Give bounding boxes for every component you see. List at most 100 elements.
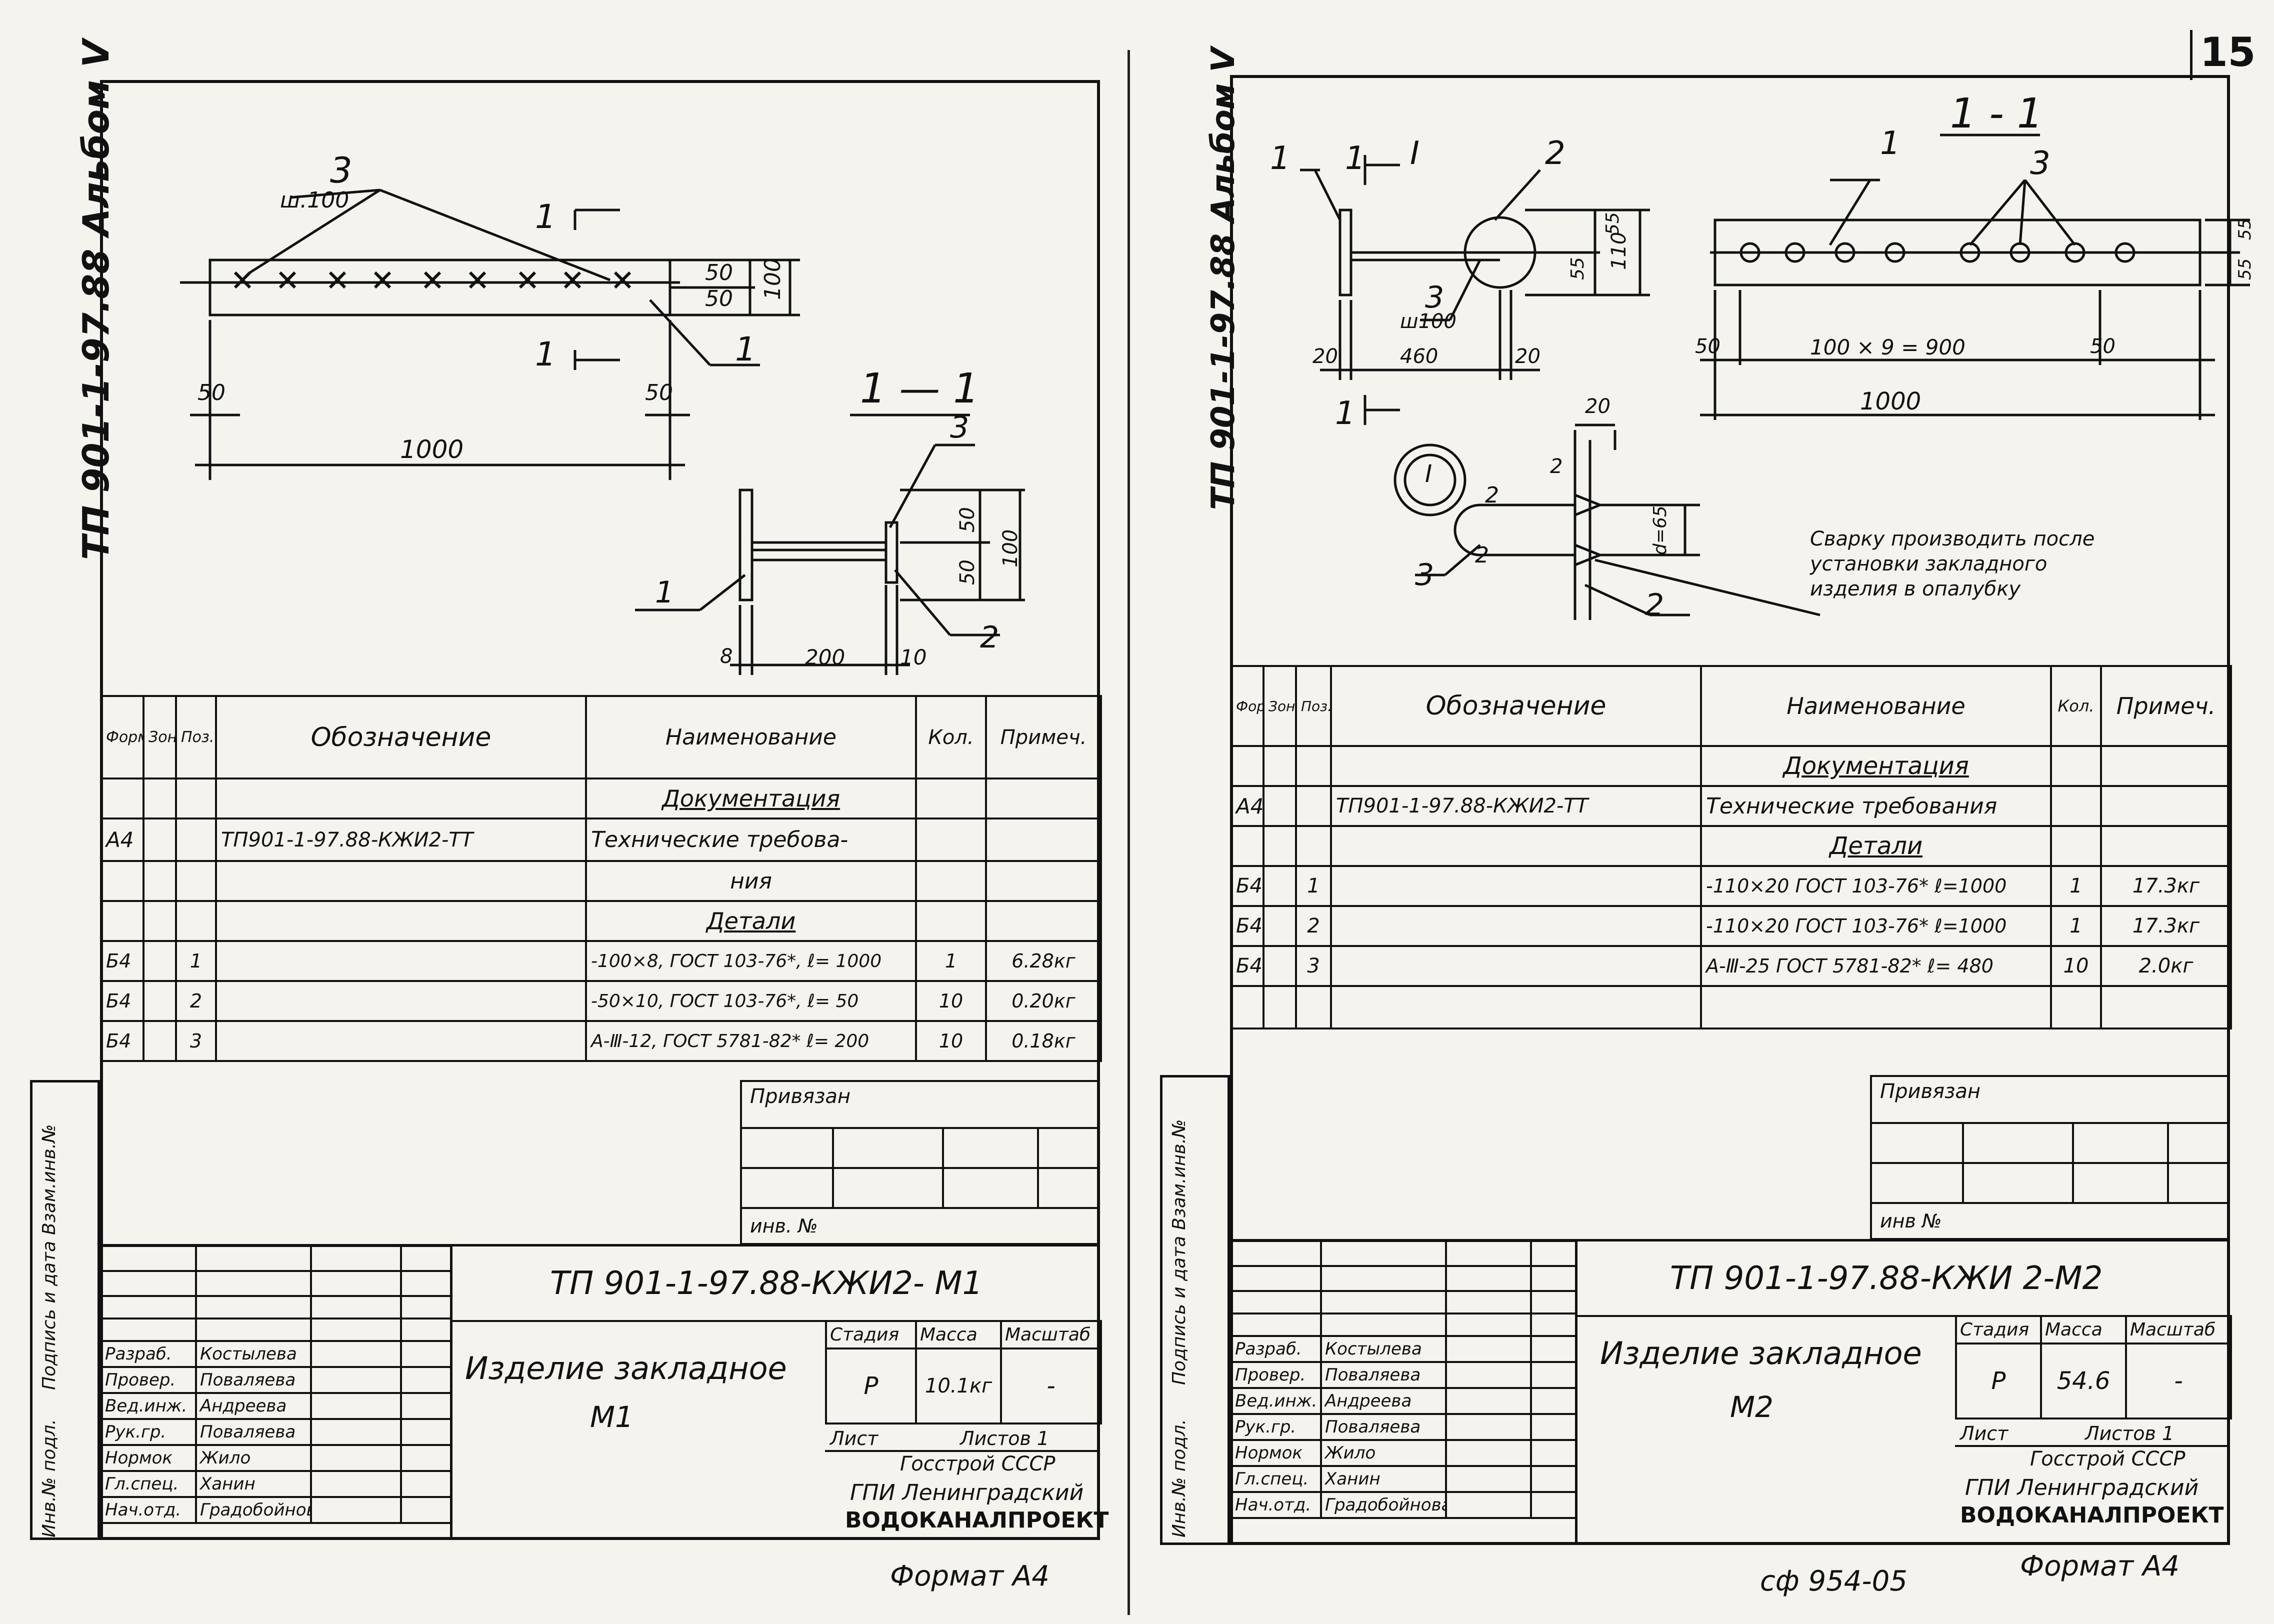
cell: 17.3кг (2100, 905, 2232, 947)
stage-value: Р (825, 1348, 917, 1424)
cell (142, 900, 177, 942)
cell: А4 (1230, 785, 1264, 827)
left-sheet-row-2 (825, 1450, 1100, 1452)
left-title-block-hline (450, 1320, 1100, 1322)
role: Вед.инж. (100, 1392, 197, 1420)
cell: 10 (915, 1020, 987, 1062)
right-dim-55b: 55 (1568, 257, 1588, 280)
bottom-stamp: сф 954-05 (1760, 1565, 1908, 1598)
left-section-mark-bottom: 1 (535, 335, 556, 374)
left-org-line-2: ГПИ Ленинградский (850, 1480, 1084, 1506)
person-name: Градобойнова (195, 1496, 312, 1524)
right-dim-20b: 20 (1515, 345, 1540, 368)
right-sec-label-3: 3 (2030, 145, 2050, 182)
cell (1295, 745, 1332, 787)
cell (142, 818, 177, 862)
cell (215, 980, 587, 1022)
left-spec-table: Формат Зона Поз. Обозначение Наименовани… (100, 695, 1102, 1062)
right-spec-header-designation: Обозначение (1330, 665, 1702, 747)
table-row: Гл.спец.Ханин (100, 1470, 452, 1498)
cell (175, 900, 217, 942)
person-name: Андреева (1320, 1387, 1447, 1415)
cell (175, 860, 217, 902)
person-name: Жило (195, 1444, 312, 1472)
left-item-name: Изделие закладное (465, 1350, 787, 1386)
signature (310, 1392, 402, 1420)
table-row: Детали (100, 900, 1102, 942)
left-spec-header-zone: Зона (142, 695, 177, 780)
right-label-3: 3 (1425, 280, 1444, 315)
right-sec-dim-55b: 55 (2235, 258, 2255, 280)
signature (1445, 1491, 1532, 1519)
right-detail-label-2c: 2 (1475, 542, 1489, 568)
signature (1445, 1335, 1532, 1363)
right-sec-dim-900: 100 × 9 = 900 (1810, 335, 1966, 360)
right-label-sh100: ш100 (1400, 310, 1456, 333)
role: Рук.гр. (100, 1418, 197, 1446)
cell: Б4 (100, 980, 144, 1022)
cell: 1 (915, 940, 987, 982)
signature (310, 1418, 402, 1446)
cell (1330, 985, 1702, 1030)
person-name: Поваляева (195, 1418, 312, 1446)
signature (310, 1470, 402, 1498)
cell (175, 778, 217, 820)
right-sec-dim-55a: 55 (2235, 218, 2255, 240)
signature (310, 1444, 402, 1472)
right-spec-header-qty: Кол. (2050, 665, 2102, 747)
role: Гл.спец. (1230, 1465, 1322, 1493)
cell (1700, 985, 2052, 1030)
right-note-line-3: изделия в опалубку (1810, 578, 2021, 600)
right-org-line-2: ГПИ Ленинградский (1965, 1475, 2199, 1500)
left-org-line-1: Госстрой СССР (900, 1452, 1056, 1476)
cell (2050, 785, 2102, 827)
cell: 2 (175, 980, 217, 1022)
cell (985, 778, 1102, 820)
cell (2050, 745, 2102, 787)
stage-header: Стадия (825, 1320, 917, 1350)
cell: Технические требования (1700, 785, 2052, 827)
cell: 1 (1295, 865, 1332, 907)
left-sec-dim-8: 8 (720, 645, 733, 668)
table-row: Разраб.Костылева (1230, 1335, 1577, 1363)
cell (1262, 745, 1297, 787)
cell (2100, 785, 2232, 827)
left-dim-50c: 50 (198, 380, 226, 406)
role: Провер. (100, 1366, 197, 1394)
cell (142, 980, 177, 1022)
right-org-line-1: Госстрой СССР (2030, 1448, 2186, 1470)
cell (1262, 945, 1297, 987)
table-row: Детали (1230, 825, 2232, 867)
left-spec-header-pos: Поз. (175, 695, 217, 780)
cell (915, 778, 987, 820)
left-dim-1000: 1000 (400, 435, 464, 464)
person-name: Поваляева (1320, 1361, 1447, 1389)
scale-value: - (1000, 1348, 1102, 1424)
table-row: Вед.инж.Андреева (1230, 1387, 1577, 1415)
left-dim-50a: 50 (705, 260, 733, 286)
left-title-block-top-line (100, 1244, 1100, 1246)
left-sec-dim-10: 10 (900, 645, 927, 670)
person-name: Поваляева (195, 1366, 312, 1394)
cell (985, 900, 1102, 942)
cell: А-Ⅲ-12, ГОСТ 5781-82* ℓ= 200 (585, 1020, 917, 1062)
left-doc-code: ТП 901-1-97.88-КЖИ2- М1 (550, 1265, 983, 1302)
cell: 2.0кг (2100, 945, 2232, 987)
right-spec-header-pos: Поз. (1295, 665, 1332, 747)
cell: -50×10, ГОСТ 103-76*, ℓ= 50 (585, 980, 917, 1022)
right-title-block-hline (1575, 1315, 2230, 1317)
signature (1445, 1361, 1532, 1389)
right-label-1b: 1 (1345, 140, 1366, 177)
cell: Б4 (100, 940, 144, 982)
cell: 0.18кг (985, 1020, 1102, 1062)
cell (215, 1020, 587, 1062)
right-detail-label-3: 3 (1415, 558, 1434, 592)
right-side-strip (1160, 1075, 1230, 1545)
cell (2050, 825, 2102, 867)
person-name: Поваляева (1320, 1413, 1447, 1441)
cell: 17.3кг (2100, 865, 2232, 907)
table-row: Рук.гр.Поваляева (100, 1418, 452, 1446)
role: Разраб. (100, 1340, 197, 1368)
